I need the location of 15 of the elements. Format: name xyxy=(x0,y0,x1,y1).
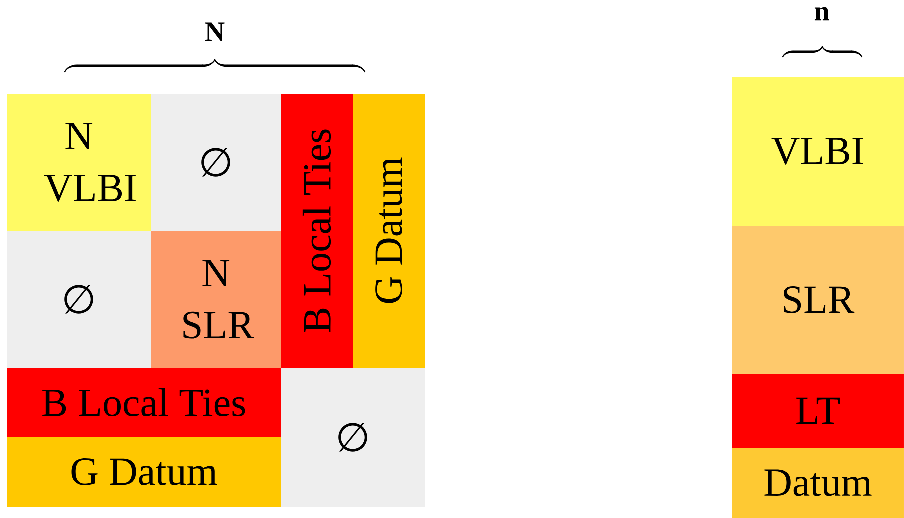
matrix-cell: VLBI xyxy=(732,77,904,226)
matrix-cell: ∅ xyxy=(7,230,151,368)
matrix-cell: Datum xyxy=(732,448,904,518)
dimension-label: N xyxy=(205,22,225,42)
matrix-cell: LT xyxy=(732,374,904,448)
matrix-cell: G Datum xyxy=(353,94,425,368)
matrix-cell: SLR xyxy=(732,226,904,374)
dimension-label: n xyxy=(814,7,830,21)
matrix-cell: N SLR xyxy=(151,230,281,368)
matrix-cell: ∅ xyxy=(281,368,425,507)
matrix-cell: N VLBI xyxy=(7,94,151,231)
matrix-cell: ∅ xyxy=(151,94,281,231)
matrix-cell: B Local Ties xyxy=(7,368,281,437)
matrix-cell: B Local Ties xyxy=(281,94,353,368)
matrix-cell: G Datum xyxy=(7,436,281,507)
